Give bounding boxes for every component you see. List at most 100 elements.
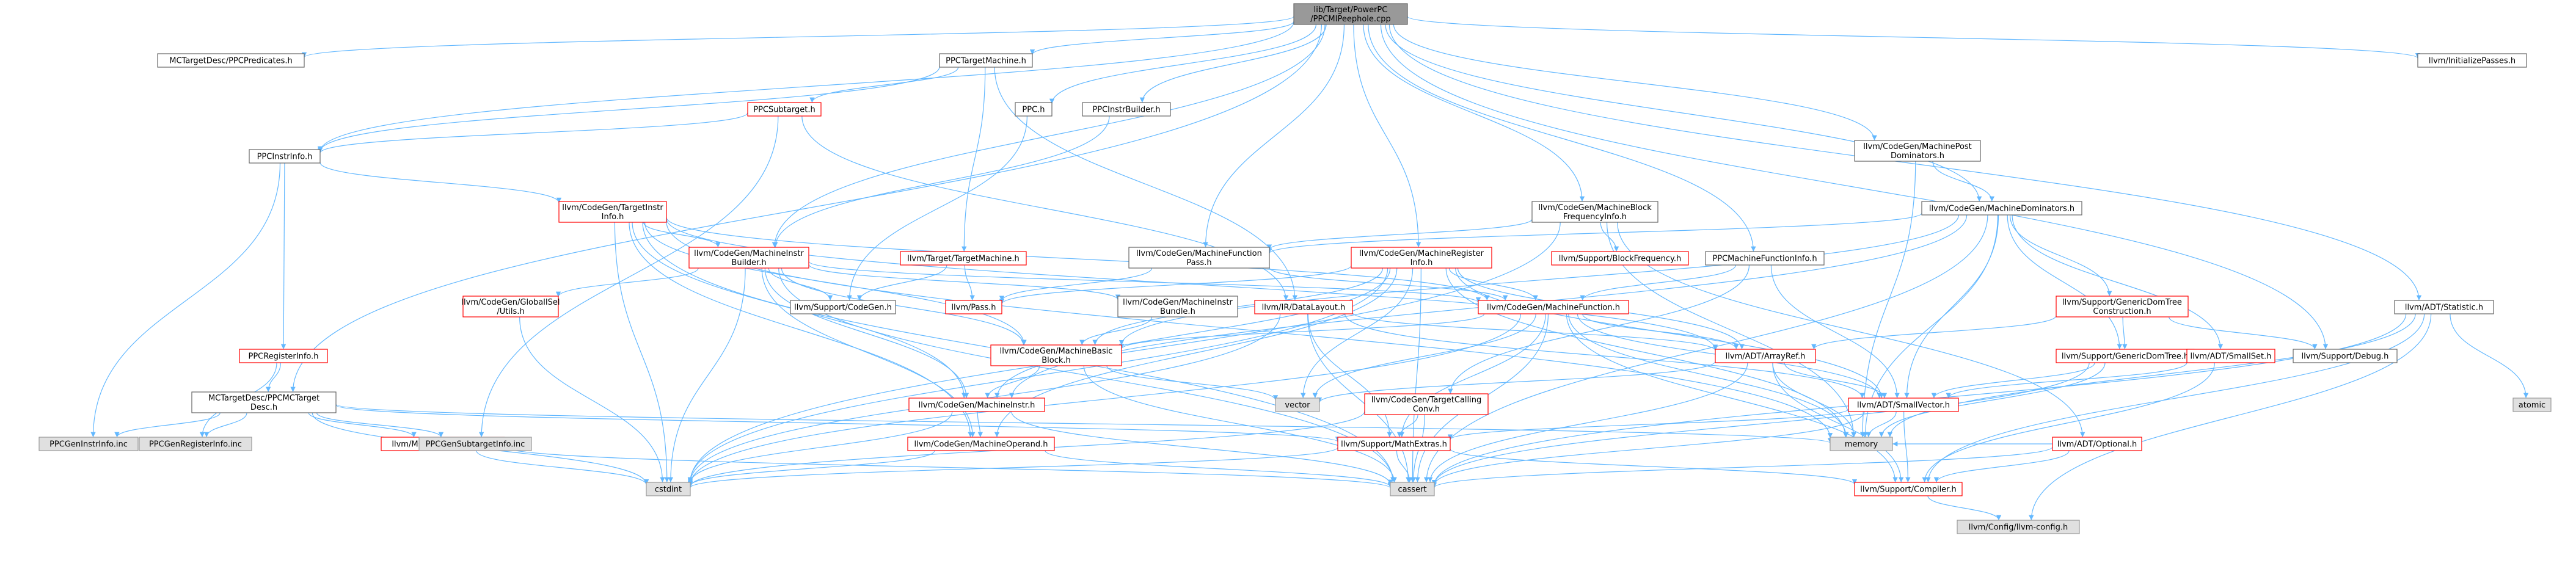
node-label: llvm/ADT/SmallSet.h (2190, 352, 2271, 361)
node-box (1390, 482, 1435, 496)
edge-mib-to-gisel (555, 267, 699, 297)
edge-root-to-ppcii (317, 21, 1294, 152)
node-box (900, 251, 1027, 266)
node-box (1957, 520, 2080, 534)
edge-mcreg-to-cstdint (476, 450, 649, 485)
node-label: PPCGenSubtargetInfo.inc (426, 440, 525, 449)
node-label: Info.h (602, 212, 624, 222)
edge-aref-to-svec (1784, 362, 1888, 399)
node-box (2056, 296, 2189, 318)
node-label: llvm/CodeGen/MachineOperand.h (914, 440, 1048, 449)
edge-mf-to-aref (1582, 313, 1739, 350)
edge-root-to-ppcmfi (1368, 24, 1756, 252)
edge-tcc-to-mathx (1396, 414, 1418, 438)
edge-aref-to-memory (1772, 362, 1857, 438)
node-ppch[interactable]: PPC.h (1015, 102, 1053, 117)
node-ppcsub[interactable]: PPCSubtarget.h (747, 102, 822, 117)
node-label: llvm/Config/llvm-config.h (1969, 523, 2068, 532)
node-ppcri[interactable]: PPCRegisterInfo.h (239, 349, 328, 363)
node-sset[interactable]: llvm/ADT/SmallSet.h (2186, 349, 2275, 363)
node-ppcmfi[interactable]: PPCMachineFunctionInfo.h (1705, 251, 1825, 266)
node-label: MCTargetDesc/PPCMCTarget (208, 394, 319, 403)
node-label: llvm/Support/GenericDomTree (2062, 298, 2182, 307)
node-label: PPCInstrInfo.h (257, 153, 313, 162)
edge-gisel-to-cstdint (519, 316, 665, 483)
node-memory: memory (1830, 437, 1893, 451)
edge-mri-to-mi (994, 267, 1391, 399)
node-mi[interactable]: llvm/CodeGen/MachineInstr.h (908, 397, 1045, 412)
edge-root-to-mri (1353, 24, 1421, 248)
node-mathx[interactable]: llvm/Support/MathExtras.h (1337, 437, 1451, 451)
edge-tii-to-mib (643, 222, 721, 248)
edge-ppcmfi-to-svec (1770, 264, 1900, 399)
node-label: cassert (1398, 485, 1426, 495)
edge-aref-to-vec (1316, 361, 1716, 403)
node-mctdpred[interactable]: MCTargetDesc/PPCPredicates.h (157, 53, 305, 68)
node-mdom[interactable]: llvm/CodeGen/MachineDominators.h (1921, 201, 2082, 216)
node-gdt[interactable]: llvm/Support/GenericDomTree.h (2056, 349, 2195, 363)
edge-mctd-to-mathx (335, 404, 1340, 443)
node-gisel[interactable]: llvm/CodeGen/GlobalISel/Utils.h (461, 296, 560, 318)
edge-opt-to-cassert (1432, 446, 2053, 488)
edge-sset-to-svec (1946, 362, 2187, 399)
node-dbg[interactable]: llvm/Support/Debug.h (2293, 349, 2398, 363)
edge-root-to-mib (772, 24, 1326, 248)
edge-mdom-to-memory (1863, 214, 1999, 438)
edge-mdom-to-gdt (2007, 214, 2123, 350)
edge-tii-to-cstdint (614, 222, 670, 483)
node-compiler[interactable]: llvm/Support/Compiler.h (1854, 482, 1963, 496)
node-box (1128, 247, 1270, 269)
edge-sset-to-compiler (1922, 362, 2215, 483)
node-supcg[interactable]: llvm/Support/CodeGen.h (790, 300, 896, 314)
node-dl[interactable]: llvm/IR/DataLayout.h (1254, 300, 1353, 314)
node-box (1015, 102, 1053, 117)
edge-mop-to-cassert (1045, 450, 1393, 487)
node-bfreq[interactable]: llvm/Support/BlockFrequency.h (1551, 251, 1689, 266)
node-irpass[interactable]: llvm/Pass.h (945, 300, 1002, 314)
node-label: Bundle.h (1160, 307, 1195, 316)
node-aref[interactable]: llvm/ADT/ArrayRef.h (1715, 349, 1816, 363)
edge-mathx-to-compiler (1450, 448, 1858, 485)
node-mf[interactable]: llvm/CodeGen/MachineFunction.h (1478, 300, 1629, 314)
node-stat[interactable]: llvm/ADT/Statistic.h (2394, 300, 2494, 314)
edge-mi-to-cstdint (687, 411, 953, 484)
node-gdtc[interactable]: llvm/Support/GenericDomTreeConstruction.… (2056, 296, 2189, 318)
node-box (688, 247, 809, 269)
edge-root-to-ppch (1049, 24, 1317, 104)
node-box (1337, 437, 1451, 451)
node-ppcii[interactable]: PPCInstrInfo.h (249, 149, 321, 164)
node-svec[interactable]: llvm/ADT/SmallVector.h (1848, 397, 1959, 412)
edge-mctd-to-geninstr (114, 412, 221, 438)
node-ttm[interactable]: llvm/Target/TargetMachine.h (900, 251, 1027, 266)
node-mop[interactable]: llvm/CodeGen/MachineOperand.h (907, 437, 1055, 451)
node-box (1551, 251, 1689, 266)
node-ppctm[interactable]: PPCTargetMachine.h (939, 53, 1033, 68)
node-geninstr: PPCGenInstrInfo.inc (38, 437, 139, 451)
edge-ppctm-to-ppcii (317, 67, 940, 152)
node-box (1715, 349, 1816, 363)
edge-opt-to-compiler (1933, 450, 2070, 483)
edge-mdom-to-cassert (1423, 214, 1988, 483)
node-opt[interactable]: llvm/ADT/Optional.h (2052, 437, 2142, 451)
edge-mib-to-cstdint (668, 267, 746, 483)
node-box (139, 437, 252, 451)
node-ppcib[interactable]: PPCInstrBuilder.h (1082, 102, 1171, 117)
edge-mri-to-svec (1455, 267, 1885, 399)
node-box (249, 149, 321, 164)
edge-gdt-to-cassert (1431, 362, 2090, 485)
node-root[interactable]: lib/Target/PowerPC/PPCMIPeephole.cpp (1293, 3, 1408, 25)
edge-mbfi-to-cstdint (687, 222, 1561, 483)
node-box (558, 201, 667, 223)
node-box (1351, 247, 1492, 269)
node-initp[interactable]: llvm/InitializePasses.h (2417, 53, 2527, 68)
